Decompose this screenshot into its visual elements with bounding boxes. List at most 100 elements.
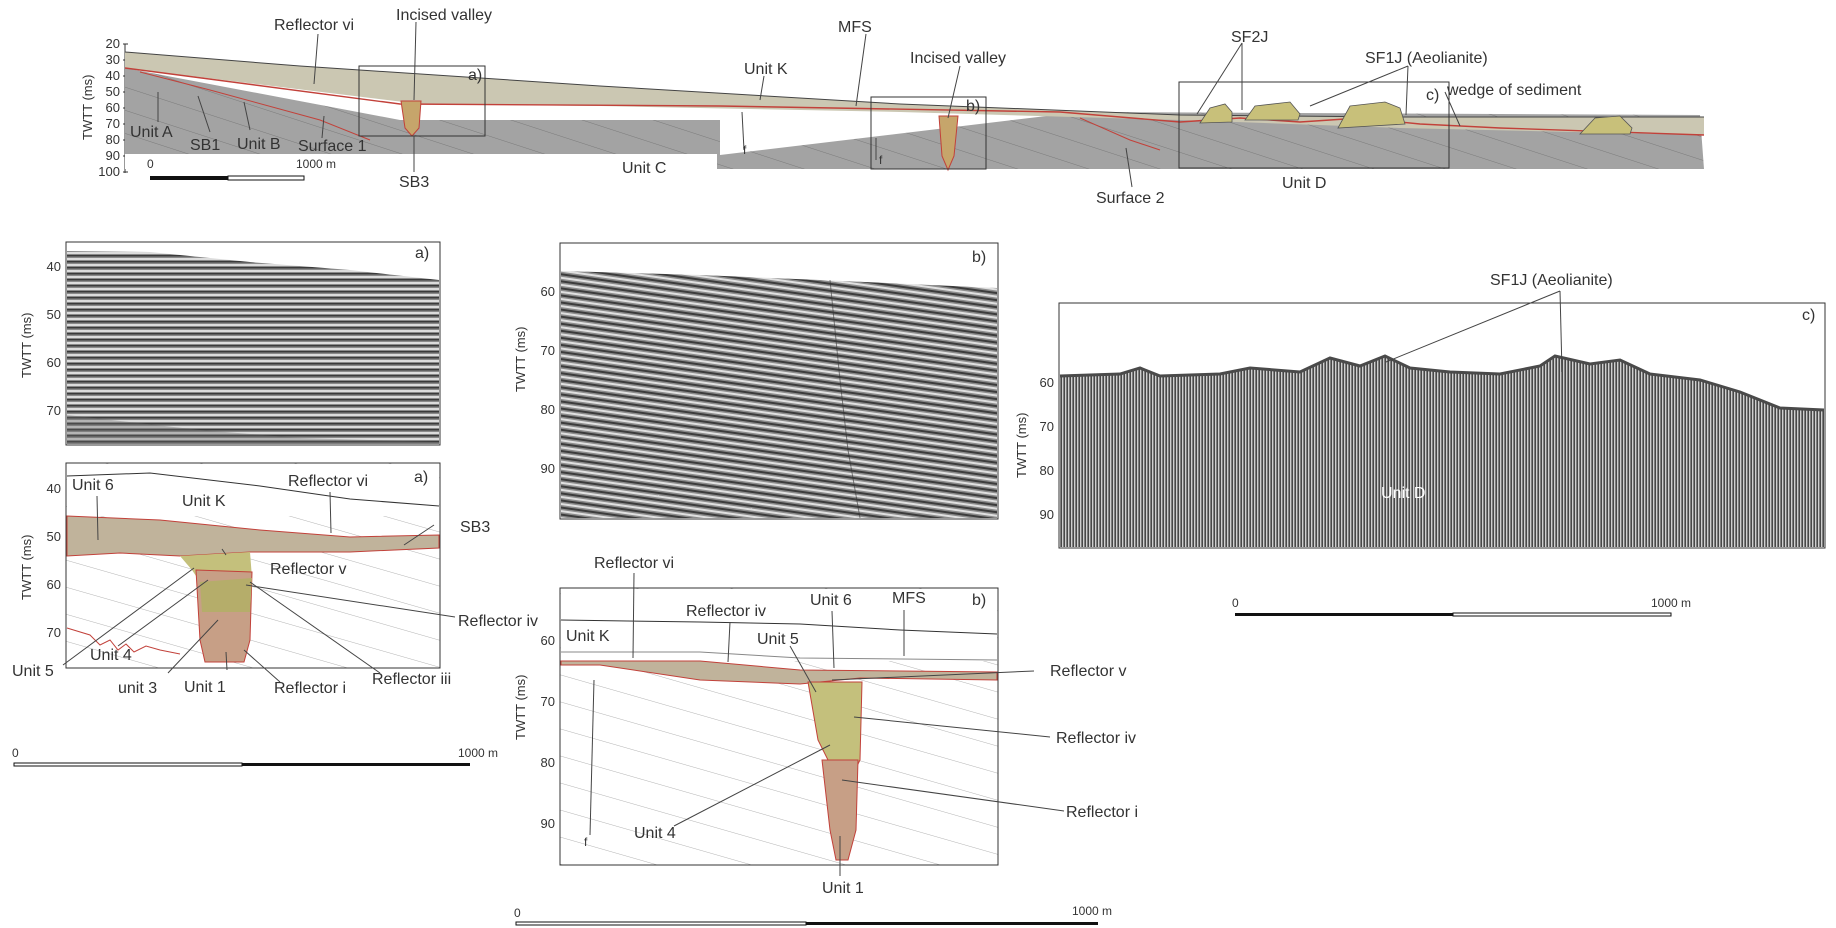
tick-label: 40 <box>47 259 61 274</box>
overview-scale-start: 0 <box>147 157 154 171</box>
panel-a-unit-3-label: unit 3 <box>118 680 157 697</box>
panel-b-interp-leaders <box>589 572 1065 876</box>
overview-scale-bar-dark <box>150 176 228 180</box>
tick-label: 70 <box>47 625 61 640</box>
fault-label-2: f <box>879 153 883 167</box>
tick-label: 80 <box>1040 463 1054 478</box>
overview-box-b <box>870 96 987 170</box>
tick-label: 30 <box>106 52 120 67</box>
panel-b-fault-label: f <box>584 835 588 849</box>
panel-b-interp-ticks: 60 70 80 90 <box>541 633 555 831</box>
tick-label: 80 <box>541 755 555 770</box>
tick-label: 90 <box>541 816 555 831</box>
panel-c-seafloor <box>1059 354 1825 412</box>
panel-c-scale-bar-dark <box>1235 613 1453 616</box>
panel-b-mfs-line <box>561 651 998 661</box>
unit-k-label: Unit K <box>744 61 788 78</box>
panel-a-interpretation: Unit 6 Unit K Reflector vi SB3 Reflector… <box>12 462 538 767</box>
mfs-label: MFS <box>838 19 872 36</box>
overview-lower-strata <box>125 68 1704 169</box>
panel-a-reflector-i-label: Reflector i <box>274 680 346 697</box>
panel-a-interp-leaders <box>62 491 456 683</box>
panel-a-seismic-tag: a) <box>415 245 429 262</box>
panel-c-scale-start: 0 <box>1232 596 1239 610</box>
panel-b-interp-axis-label: TWTT (ms) <box>513 675 528 740</box>
panel-a-reflector-v-label: Reflector v <box>270 561 346 578</box>
panel-b-seafloor <box>560 619 998 635</box>
panel-c-seismic-ticks: 60 70 80 90 <box>1040 375 1054 522</box>
panel-b-valley-fill-lower <box>821 759 859 861</box>
tick-label: 50 <box>47 307 61 322</box>
surface-1-label: Surface 1 <box>298 138 367 155</box>
panel-b-scale-end: 1000 m <box>1072 904 1112 918</box>
panel-b-reflector-vi-label: Reflector vi <box>594 555 674 572</box>
tick-label: 70 <box>541 343 555 358</box>
panel-a-seismic-base <box>67 415 439 444</box>
reflector-vi-label: Reflector vi <box>274 17 354 34</box>
panel-a-valley-fill-mid <box>200 578 252 612</box>
tick-label: 90 <box>1040 507 1054 522</box>
panel-a-unit-6-label: Unit 6 <box>72 477 114 494</box>
panel-a-reflector-iv-label: Reflector iv <box>458 613 538 630</box>
tick-label: 50 <box>47 529 61 544</box>
panel-b-mfs-label: MFS <box>892 590 926 607</box>
overview-incised-valley-2 <box>938 115 959 172</box>
sb1-label: SB1 <box>190 137 220 154</box>
panel-a-reflector-iii-label: Reflector iii <box>372 671 451 688</box>
panel-b-unit-k-label: Unit K <box>566 628 610 645</box>
panel-a-unit-6 <box>66 515 440 557</box>
panel-b-reflector-v-label: Reflector v <box>1050 663 1126 680</box>
overview-box-b-tag: b) <box>966 98 980 115</box>
tick-label: 70 <box>106 116 120 131</box>
tick-label: 60 <box>47 355 61 370</box>
panel-b-scale-start: 0 <box>514 906 521 920</box>
panel-b-interp-top-blank <box>561 589 997 661</box>
unit-d-label: Unit D <box>1282 175 1326 192</box>
panel-a-unit-1-label: Unit 1 <box>184 679 226 696</box>
panel-b-scale-bar-light <box>515 921 807 926</box>
sf2j-label: SF2J <box>1231 29 1268 46</box>
panel-b-unit-1-label: Unit 1 <box>822 880 864 897</box>
overview-box-c-tag: c) <box>1426 87 1439 104</box>
tick-label: 60 <box>541 633 555 648</box>
tick-label: 100 <box>98 164 120 179</box>
incised-valley-label-2: Incised valley <box>910 50 1006 67</box>
panel-a-lower-sawtooth <box>66 627 181 655</box>
panel-a-scale-bar-light <box>13 762 243 767</box>
tick-label: 20 <box>106 36 120 51</box>
tick-label: 70 <box>541 694 555 709</box>
panel-b-reflector-iv-top-label: Reflector iv <box>686 603 766 620</box>
panel-a-seismic-image <box>67 251 439 444</box>
tick-label: 60 <box>1040 375 1054 390</box>
incised-valley-label-1: Incised valley <box>396 7 492 24</box>
panel-a-interp-axis-label: TWTT (ms) <box>19 535 34 600</box>
surface-2-line <box>1079 117 1161 151</box>
wedge-label: wedge of sediment <box>1446 82 1582 99</box>
fault-label-1: f <box>743 143 747 157</box>
panel-a-unit-k-line <box>66 472 440 507</box>
panel-c-seismic-axis-label: TWTT (ms) <box>1014 413 1029 478</box>
sf1j-label: SF1J (Aeolianite) <box>1365 50 1488 67</box>
overview-unit-k <box>125 52 1704 135</box>
panel-b-seismic-tag: b) <box>972 249 986 266</box>
panel-a-scale-bar-dark <box>242 763 470 766</box>
panel-b-interpretation: Reflector vi Reflector iv Unit 6 MFS Uni… <box>513 555 1138 926</box>
tick-label: 70 <box>1040 419 1054 434</box>
surface-1-line <box>139 71 371 141</box>
overview-axis-label: TWTT (ms) <box>80 75 95 140</box>
panel-c-sf1j-label: SF1J (Aeolianite) <box>1490 272 1613 289</box>
overview-box-c <box>1178 81 1450 169</box>
panel-a-scale-start: 0 <box>12 746 19 760</box>
sb3-label: SB3 <box>399 174 429 191</box>
overview-box-a-tag: a) <box>468 67 482 84</box>
tick-label: 80 <box>541 402 555 417</box>
panel-a-scale-end: 1000 m <box>458 746 498 760</box>
panel-a-unit-4-label: Unit 4 <box>90 647 132 664</box>
unit-a-label: Unit A <box>130 124 173 141</box>
